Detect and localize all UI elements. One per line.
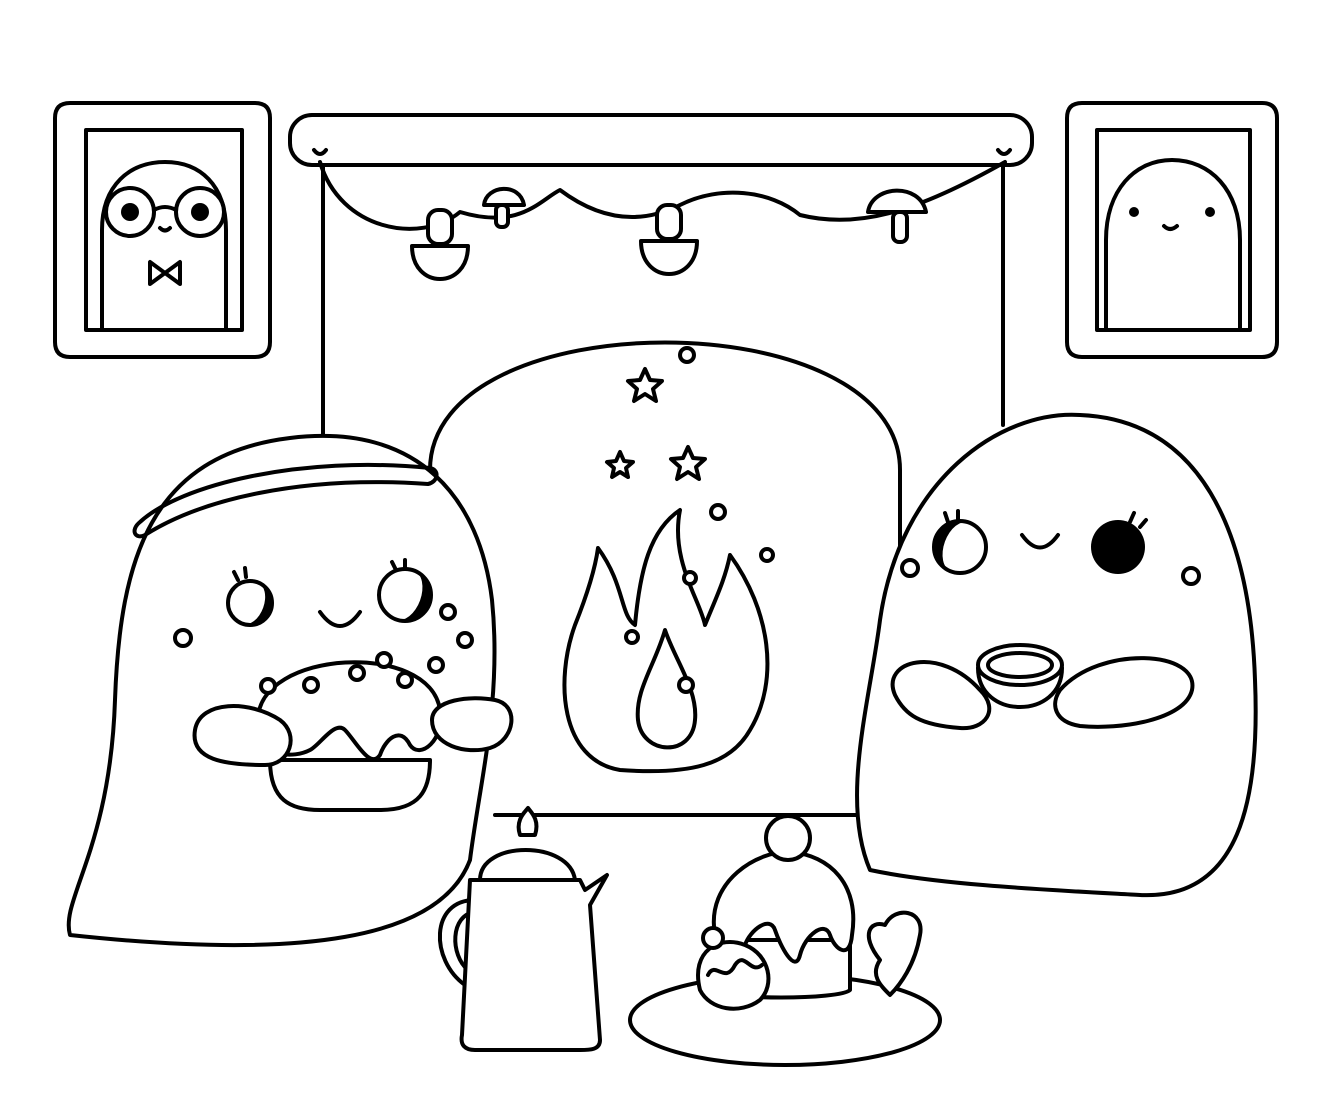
smile: [318, 610, 362, 628]
teapot: [437, 806, 609, 1052]
star-icon: [605, 450, 635, 479]
small-cupcake: [696, 940, 771, 1011]
right-picture-frame: [1065, 101, 1279, 359]
heart-cookie: [866, 910, 923, 997]
cup: [976, 643, 1064, 709]
mushroom-garland: [312, 148, 1012, 281]
mushroom-2: [482, 186, 526, 229]
star-icon: [669, 445, 707, 481]
star-icon: [626, 367, 664, 403]
right-hand: [430, 696, 514, 753]
mantel: [288, 113, 1034, 167]
mushroom-4: [866, 188, 928, 244]
smile: [1020, 533, 1060, 550]
right-ghost: [855, 412, 1258, 898]
left-hand: [890, 660, 992, 731]
headband: [132, 462, 439, 539]
fire: [562, 346, 775, 774]
bowtie: [148, 260, 182, 286]
cupcake: [256, 651, 445, 812]
mushroom-1: [410, 208, 470, 281]
left-hand: [192, 704, 293, 767]
framed-ghost: [1104, 158, 1242, 332]
right-hand: [1053, 656, 1195, 729]
mushroom-3: [639, 203, 699, 276]
left-ghost: [66, 433, 514, 948]
dessert-plate: [628, 814, 942, 1067]
left-picture-frame: [53, 101, 272, 359]
